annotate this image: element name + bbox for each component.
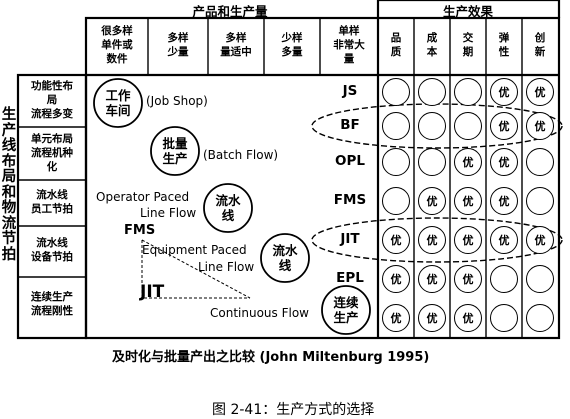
effect-cell-r1-c1 [418, 112, 446, 140]
row-label-functional: 功能性布局流程多变 [31, 80, 73, 120]
column-header-single-huge: 单样非常大量 [333, 25, 365, 65]
effect-cell-r0-c0 [382, 78, 410, 106]
effect-cell-r1-c3: 优 [490, 112, 518, 140]
effect-cell-r6-c4 [526, 304, 554, 332]
system-label-jit: JIT [340, 231, 360, 247]
equipment-label-2: Line Flow [198, 260, 255, 274]
effect-cell-r2-c3: 优 [490, 148, 518, 176]
effect-cell-r2-c4 [526, 148, 554, 176]
system-label-epl: EPL [336, 270, 364, 286]
effect-cell-r3-c0 [382, 187, 410, 215]
effect-cell-r5-c3 [490, 265, 518, 293]
effect-cell-r3-c4 [526, 187, 554, 215]
effect-cell-r6-c1: 优 [418, 304, 446, 332]
row-label-operator-line: 流水线员工节拍 [31, 189, 73, 215]
effect-cell-r5-c0: 优 [382, 265, 410, 293]
batch-label: (Batch Flow) [203, 148, 279, 162]
effect-cell-r2-c2: 优 [454, 148, 482, 176]
column-header-few-large: 少样多量 [281, 32, 303, 58]
operator-label-1: Operator Paced [96, 190, 190, 204]
continuous-circle [321, 285, 371, 335]
fms-label: FMS [124, 223, 156, 238]
system-label-js: JS [342, 83, 358, 99]
effect-cell-r4-c2: 优 [454, 226, 482, 254]
figure-caption: 图 2-41：生产方式的选择 [212, 402, 375, 418]
column-header-varied-medium: 多样量适中 [220, 32, 252, 58]
row-label-cell: 单元布局流程机种化 [31, 133, 73, 173]
effect-cell-r1-c0 [382, 112, 410, 140]
flow-line-circle-1-text: 流水线 [215, 193, 241, 223]
continuous-label: Continuous Flow [210, 306, 309, 320]
system-label-opl: OPL [335, 153, 365, 169]
flow-line-circle-2-text: 流水线 [272, 243, 298, 273]
effect-header-flexibility: 弹性 [498, 32, 510, 58]
effect-cell-r4-c0: 优 [382, 226, 410, 254]
column-header-very-varied: 很多样单件或数件 [101, 25, 133, 65]
effect-cell-r2-c0 [382, 148, 410, 176]
effect-cell-r6-c2: 优 [454, 304, 482, 332]
job-shop-circle [93, 78, 143, 128]
effects-header: 生产效果 [442, 4, 493, 19]
effect-cell-r6-c0: 优 [382, 304, 410, 332]
effect-cell-r2-c1 [418, 148, 446, 176]
effect-cell-r3-c1: 优 [418, 187, 446, 215]
effect-header-cost: 成本 [426, 32, 438, 58]
effect-header-delivery: 交期 [462, 32, 474, 58]
effect-cell-r0-c1 [418, 78, 446, 106]
flow-line-circle-1 [203, 183, 253, 233]
effect-cell-r0-c2 [454, 78, 482, 106]
batch-circle-text: 批量生产 [162, 136, 188, 166]
effect-cell-r3-c2: 优 [454, 187, 482, 215]
flow-line-circle-2 [260, 233, 310, 283]
effect-cell-r0-c3: 优 [490, 78, 518, 106]
effect-header-innovation: 创新 [534, 32, 546, 58]
job-shop-circle-text: 工作车间 [105, 88, 131, 118]
effect-cell-r5-c2: 优 [454, 265, 482, 293]
batch-circle [150, 126, 200, 176]
job-shop-label: (Job Shop) [146, 94, 208, 108]
products-header: 产品和生产量 [192, 4, 268, 19]
side-title: 生产线布局和物流节拍 [1, 107, 17, 263]
effect-header-quality: 品质 [390, 32, 402, 58]
row-label-equipment-line: 流水线设备节拍 [31, 237, 73, 263]
effect-cell-r4-c1: 优 [418, 226, 446, 254]
operator-label-2: Line Flow [140, 206, 197, 220]
effect-cell-r3-c3: 优 [490, 187, 518, 215]
effect-cell-r5-c1: 优 [418, 265, 446, 293]
comparison-caption: 及时化与批量产出之比较 (John Miltenburg 1995) [112, 350, 430, 365]
effect-cell-r6-c3 [490, 304, 518, 332]
effect-cell-r5-c4 [526, 265, 554, 293]
continuous-circle-text: 连续生产 [333, 295, 359, 325]
effect-cell-r4-c4: 优 [526, 226, 554, 254]
jit-label: JIT [140, 282, 165, 302]
row-label-continuous: 连续生产流程刚性 [31, 291, 73, 317]
effect-cell-r1-c2 [454, 112, 482, 140]
column-header-varied-small: 多样少量 [167, 32, 189, 58]
effect-cell-r4-c3: 优 [490, 226, 518, 254]
equipment-label-1: Equipment Paced [142, 243, 247, 257]
system-label-bf: BF [340, 117, 360, 133]
effect-cell-r1-c4: 优 [526, 112, 554, 140]
effect-cell-r0-c4: 优 [526, 78, 554, 106]
system-label-fms: FMS [333, 192, 367, 208]
